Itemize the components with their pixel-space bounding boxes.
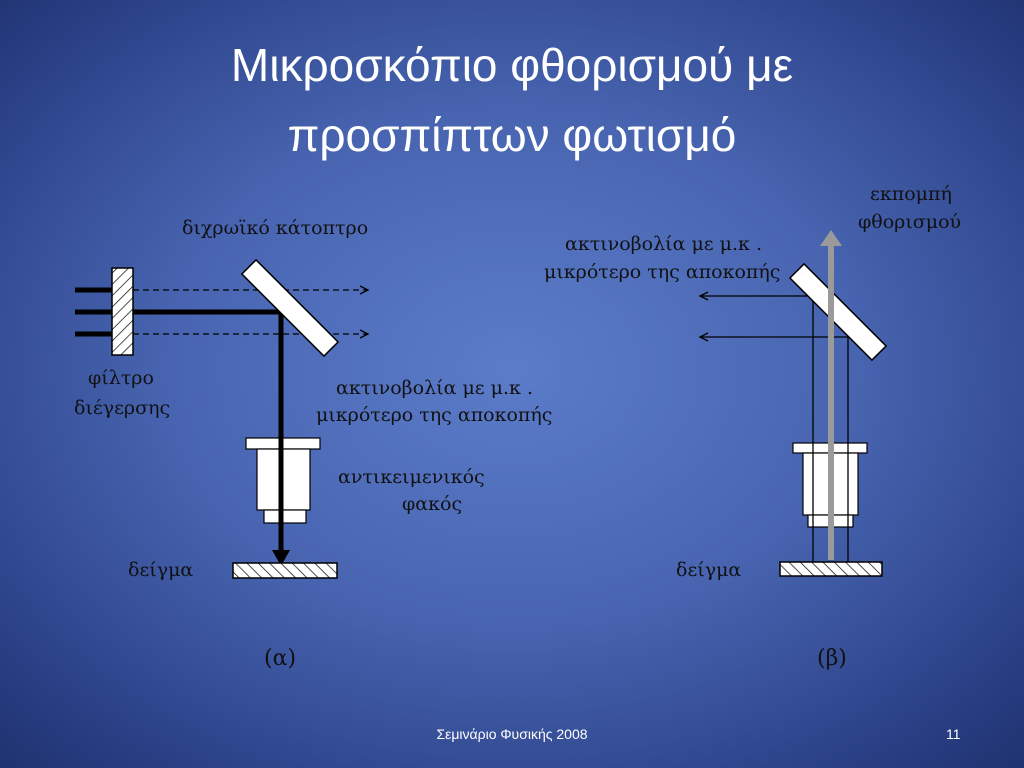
emission-label-2: φθορισμού [858, 211, 961, 233]
sample-label: δείγμα [128, 559, 193, 581]
slide-number: 11 [946, 726, 961, 742]
radiation-label-2: μικρότερο της αποκοπής [544, 261, 780, 283]
diagram-a: διχρωϊκό κάτοπτρο φίλτρο διέγερσης ακτιν… [74, 217, 552, 671]
beam-arrowhead [272, 550, 290, 566]
caption-a: (α) [264, 646, 296, 671]
radiation-label-2: μικρότερο της αποκοπής [316, 404, 552, 426]
radiation-label-1: ακτινοβολία με μ.κ . [336, 377, 533, 399]
footer-text: Σεμινάριο Φυσικής 2008 [436, 726, 588, 742]
title-line-2: προσπίπτων φωτισμό [287, 109, 737, 161]
dichroic-mirror [788, 262, 888, 362]
diagram-b: εκπομπή φθορισμού ακτινοβολία με μ.κ . μ… [544, 183, 961, 671]
emission-label-1: εκπομπή [870, 183, 952, 205]
objective-label-2: φακός [402, 493, 462, 515]
caption-b: (β) [817, 646, 847, 671]
sample-slide [779, 561, 883, 577]
excitation-filter [111, 267, 134, 356]
sample-slide [232, 562, 338, 579]
dichroic-mirror [240, 258, 340, 358]
filter-label-1: φίλτρο [88, 367, 154, 389]
slide-title: Μικροσκόπιο φθορισμού με προσπίπτων φωτι… [0, 30, 1024, 170]
sample-label: δείγμα [676, 559, 741, 581]
fluorescence-emission-arrow [820, 230, 842, 560]
objective-label-1: αντικειμενικός [338, 466, 485, 488]
radiation-label-1: ακτινοβολία με μ.κ . [565, 233, 762, 255]
dichroic-mirror-label: διχρωϊκό κάτοπτρο [182, 217, 368, 239]
excitation-beams [75, 287, 290, 566]
filter-label-2: διέγερσης [74, 397, 170, 419]
title-line-1: Μικροσκόπιο φθορισμού με [230, 39, 794, 91]
